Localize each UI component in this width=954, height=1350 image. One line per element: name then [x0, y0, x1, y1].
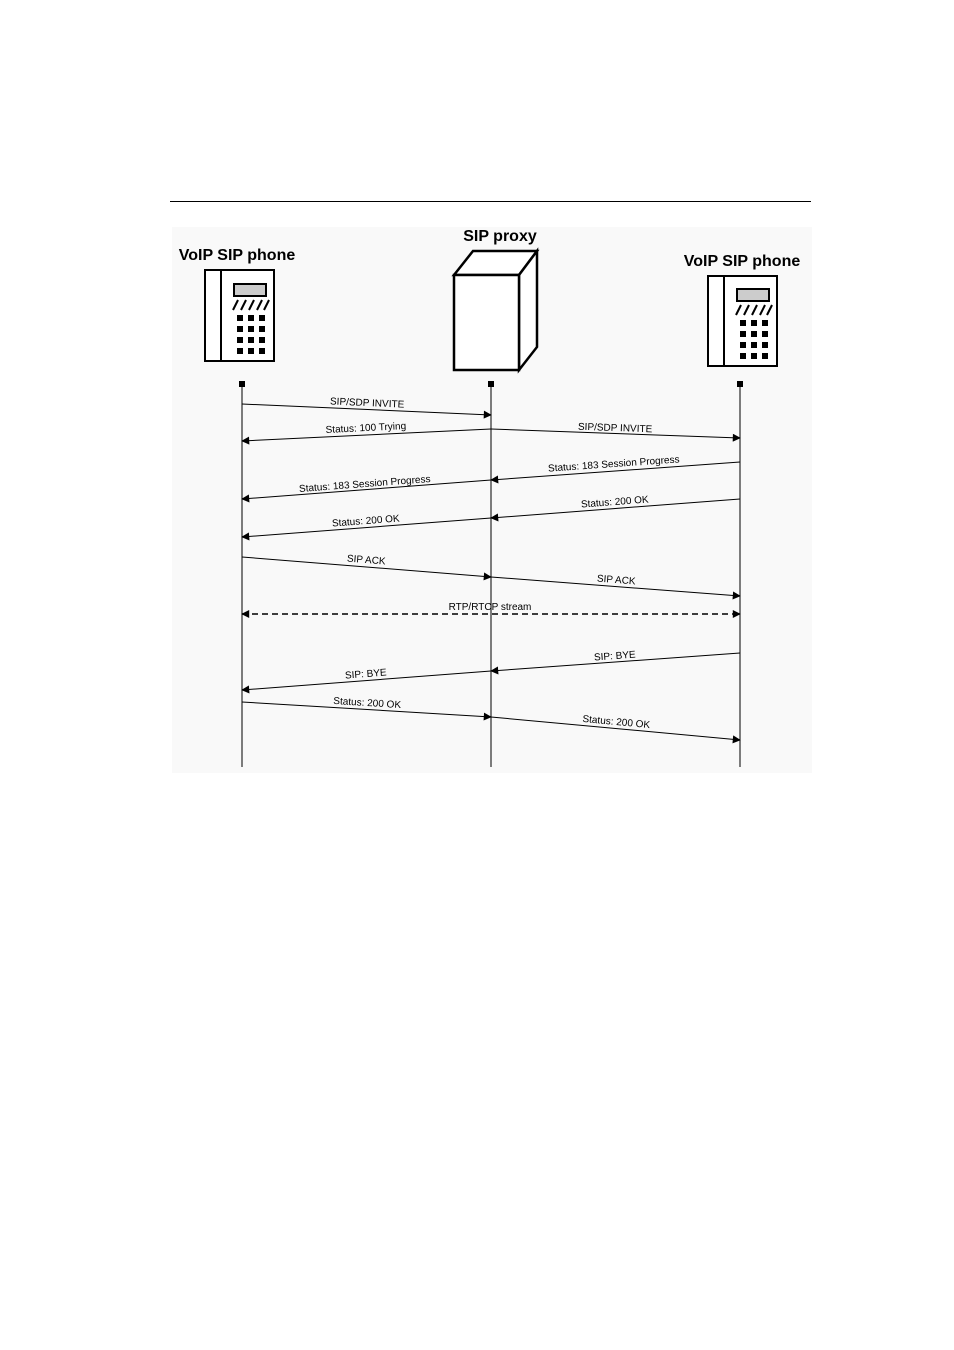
svg-text:SIP/SDP INVITE: SIP/SDP INVITE — [578, 422, 653, 436]
sip-call-flow-diagram: VoIP SIP phone SIP proxy VoIP SIP phone — [172, 227, 812, 773]
message-invite-2: SIP/SDP INVITE — [491, 422, 740, 438]
message-200-to-left: Status: 200 OK — [242, 513, 491, 537]
right-phone-title: VoIP SIP phone — [684, 253, 801, 270]
svg-text:RTP/RTCP stream: RTP/RTCP stream — [449, 602, 532, 613]
right-phone-icon — [708, 276, 777, 366]
proxy-title: SIP proxy — [463, 228, 537, 245]
message-bye-to-left: SIP: BYE — [242, 667, 491, 690]
horizontal-rule — [170, 201, 811, 202]
message-200-bye-2: Status: 200 OK — [491, 714, 740, 740]
message-183-from-right: Status: 183 Session Progress — [491, 454, 740, 480]
message-bye-from-right: SIP: BYE — [491, 650, 740, 671]
svg-text:Status: 183 Session Progress: Status: 183 Session Progress — [299, 474, 431, 495]
left-phone-icon — [205, 270, 274, 361]
message-rtp-stream: RTP/RTCP stream — [242, 602, 740, 614]
message-200-bye-1: Status: 200 OK — [242, 696, 491, 717]
message-200-from-right: Status: 200 OK — [491, 494, 740, 518]
message-ack-1: SIP ACK — [242, 554, 491, 577]
message-invite-1: SIP/SDP INVITE — [242, 396, 491, 415]
left-phone-title: VoIP SIP phone — [179, 247, 296, 264]
message-trying: Status: 100 Trying — [242, 421, 491, 441]
proxy-server-icon — [454, 251, 537, 370]
svg-text:Status: 200 OK: Status: 200 OK — [333, 696, 402, 711]
message-183-to-left: Status: 183 Session Progress — [242, 474, 491, 499]
message-ack-2: SIP ACK — [491, 574, 740, 596]
